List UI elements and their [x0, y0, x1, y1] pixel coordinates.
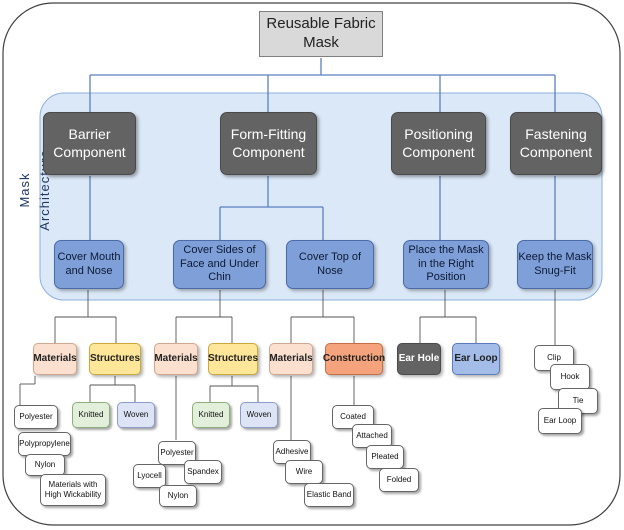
item-lyocell: Lyocell — [133, 464, 166, 488]
item-polypropylene: Polypropylene — [18, 432, 71, 456]
item-attached: Attached — [352, 424, 392, 448]
item-spandex: Spandex — [184, 460, 222, 484]
item-woven-2: Woven — [240, 402, 278, 428]
item-knitted: Knitted — [72, 402, 110, 428]
item-folded: Folded — [379, 468, 419, 492]
category-structures-sides: Structures — [208, 343, 258, 375]
item-woven: Woven — [117, 402, 155, 428]
category-materials-top: Materials — [269, 343, 313, 375]
function-cover-top: Cover Top of Nose — [286, 240, 374, 289]
form-fitting-component: Form-Fitting Component — [220, 112, 317, 175]
item-ear-loop: Ear Loop — [538, 408, 582, 434]
item-knitted-2: Knitted — [192, 402, 230, 428]
item-nylon-2: Nylon — [159, 485, 197, 507]
positioning-component: Positioning Component — [391, 112, 486, 175]
category-structures-barrier: Structures — [89, 343, 141, 375]
function-cover-sides: Cover Sides of Face and Under Chin — [173, 240, 266, 289]
fastening-component: Fastening Component — [510, 112, 602, 175]
category-ear-hole: Ear Hole — [397, 343, 441, 375]
function-keep-snug: Keep the Mask Snug-Fit — [517, 240, 593, 289]
function-place-mask: Place the Mask in the Right Position — [403, 240, 489, 289]
category-ear-loop: Ear Loop — [452, 343, 500, 375]
barrier-component: Barrier Component — [43, 112, 136, 175]
category-construction: Construction — [323, 343, 385, 375]
item-hook: Hook — [550, 364, 590, 390]
function-cover-mouth: Cover Mouth and Nose — [54, 240, 124, 289]
item-high-wickability: Materials with High Wickability — [40, 474, 106, 506]
category-materials-sides: Materials — [154, 343, 198, 375]
item-nylon: Nylon — [25, 454, 65, 476]
item-polyester: Polyester — [14, 405, 58, 429]
architecture-label: Mask Architecture — [17, 149, 52, 231]
diagram-title: Reusable Fabric Mask — [259, 11, 383, 57]
category-materials-barrier: Materials — [33, 343, 77, 375]
item-elastic-band: Elastic Band — [304, 483, 354, 507]
item-pleated: Pleated — [366, 445, 404, 469]
item-wire: Wire — [285, 460, 323, 484]
